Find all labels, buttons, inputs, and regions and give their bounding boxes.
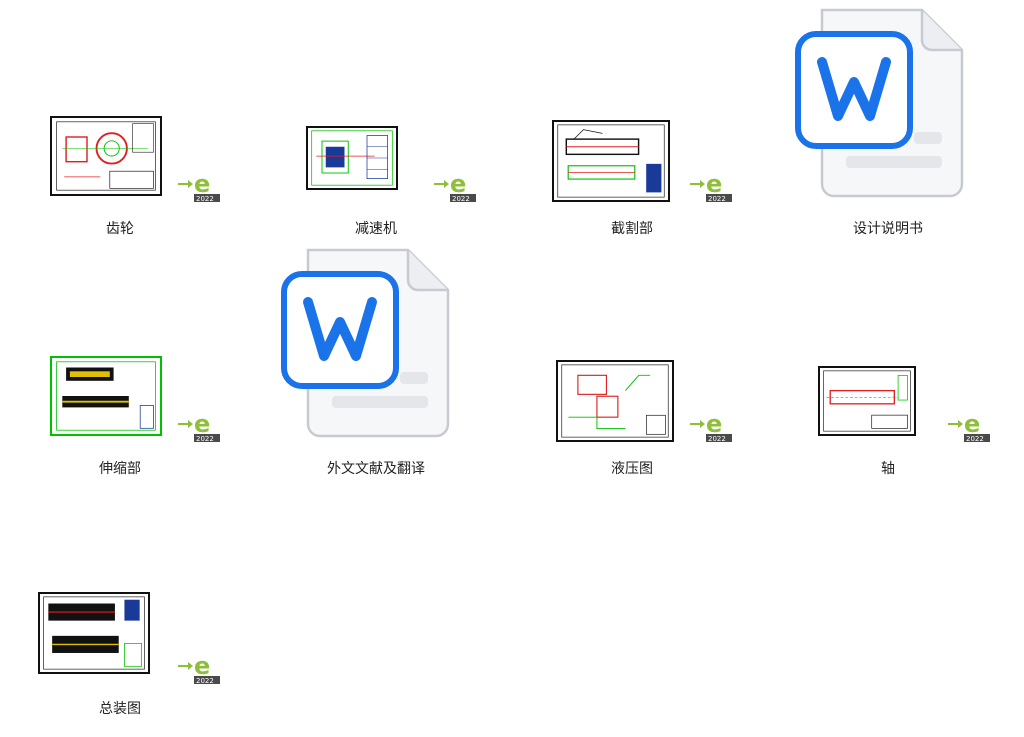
svg-text:e: e — [706, 410, 722, 438]
file-name: 液压图 — [611, 461, 653, 477]
assembly-drawing-thumbnail — [38, 592, 150, 674]
edrawings-icon: e 2022 — [688, 408, 732, 442]
cutting-drawing-thumbnail — [552, 120, 670, 202]
file-name: 总装图 — [99, 701, 141, 717]
svg-text:2022: 2022 — [196, 677, 214, 684]
svg-text:e: e — [964, 410, 980, 438]
file-item-shaft[interactable]: e 2022 轴 — [768, 252, 1008, 492]
file-item-assembly[interactable]: e 2022 总装图 — [0, 492, 240, 732]
svg-text:2022: 2022 — [708, 435, 726, 442]
file-item-gear[interactable]: e 2022 齿轮 — [0, 12, 240, 252]
edrawings-icon: e 2022 — [946, 408, 990, 442]
file-item-design-doc[interactable]: 设计说明书 — [768, 8, 1008, 252]
edrawings-icon: e 2022 — [432, 168, 476, 202]
svg-text:2022: 2022 — [452, 195, 470, 202]
edrawings-icon: e 2022 — [176, 168, 220, 202]
file-item-cutting[interactable]: e 2022 截割部 — [512, 12, 752, 252]
file-name: 减速机 — [355, 221, 397, 237]
reducer-drawing-thumbnail — [306, 126, 398, 190]
svg-text:e: e — [706, 170, 722, 198]
edrawings-icon: e 2022 — [176, 408, 220, 442]
file-name: 截割部 — [611, 221, 653, 237]
file-name: 伸缩部 — [99, 461, 141, 477]
svg-text:2022: 2022 — [966, 435, 984, 442]
wps-word-icon — [794, 4, 964, 200]
gear-drawing-thumbnail — [50, 116, 162, 196]
svg-text:e: e — [194, 410, 210, 438]
file-name: 设计说明书 — [853, 221, 923, 237]
svg-text:2022: 2022 — [196, 195, 214, 202]
file-name: 轴 — [881, 461, 895, 477]
file-name: 齿轮 — [106, 221, 134, 237]
file-item-telescopic[interactable]: e 2022 伸缩部 — [0, 252, 240, 492]
wps-word-icon — [280, 244, 450, 440]
edrawings-icon: e 2022 — [688, 168, 732, 202]
svg-text:e: e — [450, 170, 466, 198]
svg-text:e: e — [194, 652, 210, 680]
telescopic-drawing-thumbnail — [50, 356, 162, 436]
file-item-translation[interactable]: 外文文献及翻译 — [256, 248, 496, 492]
svg-text:2022: 2022 — [196, 435, 214, 442]
edrawings-icon: e 2022 — [176, 650, 220, 684]
file-item-hydraulic[interactable]: e 2022 液压图 — [512, 252, 752, 492]
svg-text:e: e — [194, 170, 210, 198]
hydraulic-drawing-thumbnail — [556, 360, 674, 442]
svg-text:2022: 2022 — [708, 195, 726, 202]
shaft-drawing-thumbnail — [818, 366, 916, 436]
file-item-reducer[interactable]: e 2022 减速机 — [256, 12, 496, 252]
file-name: 外文文献及翻译 — [327, 461, 425, 477]
